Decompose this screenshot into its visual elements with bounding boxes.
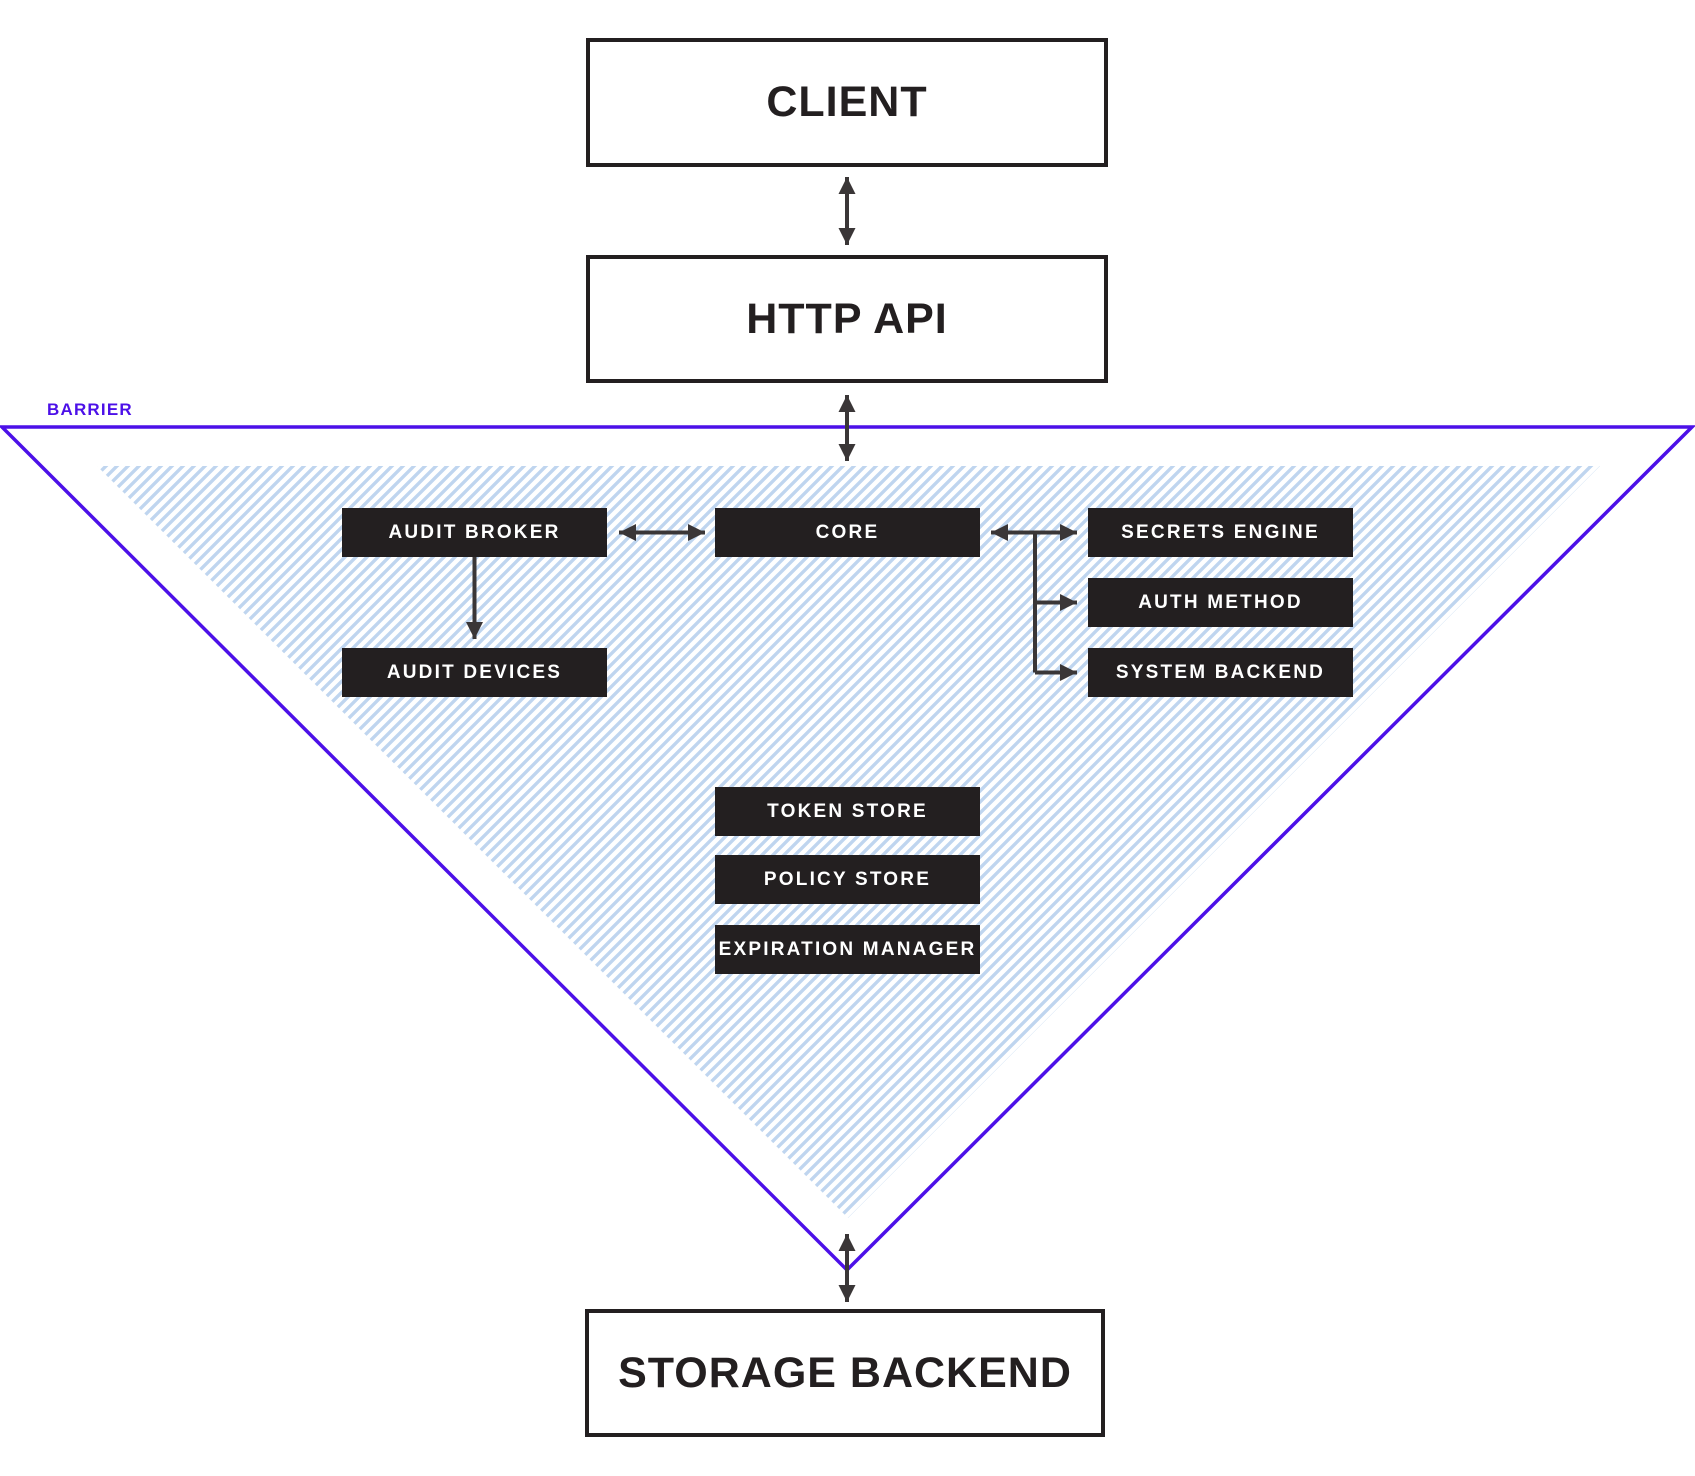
component-audit-broker: AUDIT BROKER bbox=[342, 508, 607, 557]
component-system-backend: SYSTEM BACKEND bbox=[1088, 648, 1353, 697]
component-secrets-engine: SECRETS ENGINE bbox=[1088, 508, 1353, 557]
component-core: CORE bbox=[715, 508, 980, 557]
barrier-hatch-fill bbox=[97, 466, 1600, 1218]
client-node: CLIENT bbox=[586, 38, 1108, 167]
storage-backend-node: STORAGE BACKEND bbox=[585, 1309, 1105, 1437]
component-expiration-manager: EXPIRATION MANAGER bbox=[715, 925, 980, 974]
component-auth-method: AUTH METHOD bbox=[1088, 578, 1353, 627]
http-api-node: HTTP API bbox=[586, 255, 1108, 383]
component-policy-store: POLICY STORE bbox=[715, 855, 980, 904]
component-token-store: TOKEN STORE bbox=[715, 787, 980, 836]
component-audit-devices: AUDIT DEVICES bbox=[342, 648, 607, 697]
barrier-label: BARRIER bbox=[47, 400, 133, 419]
